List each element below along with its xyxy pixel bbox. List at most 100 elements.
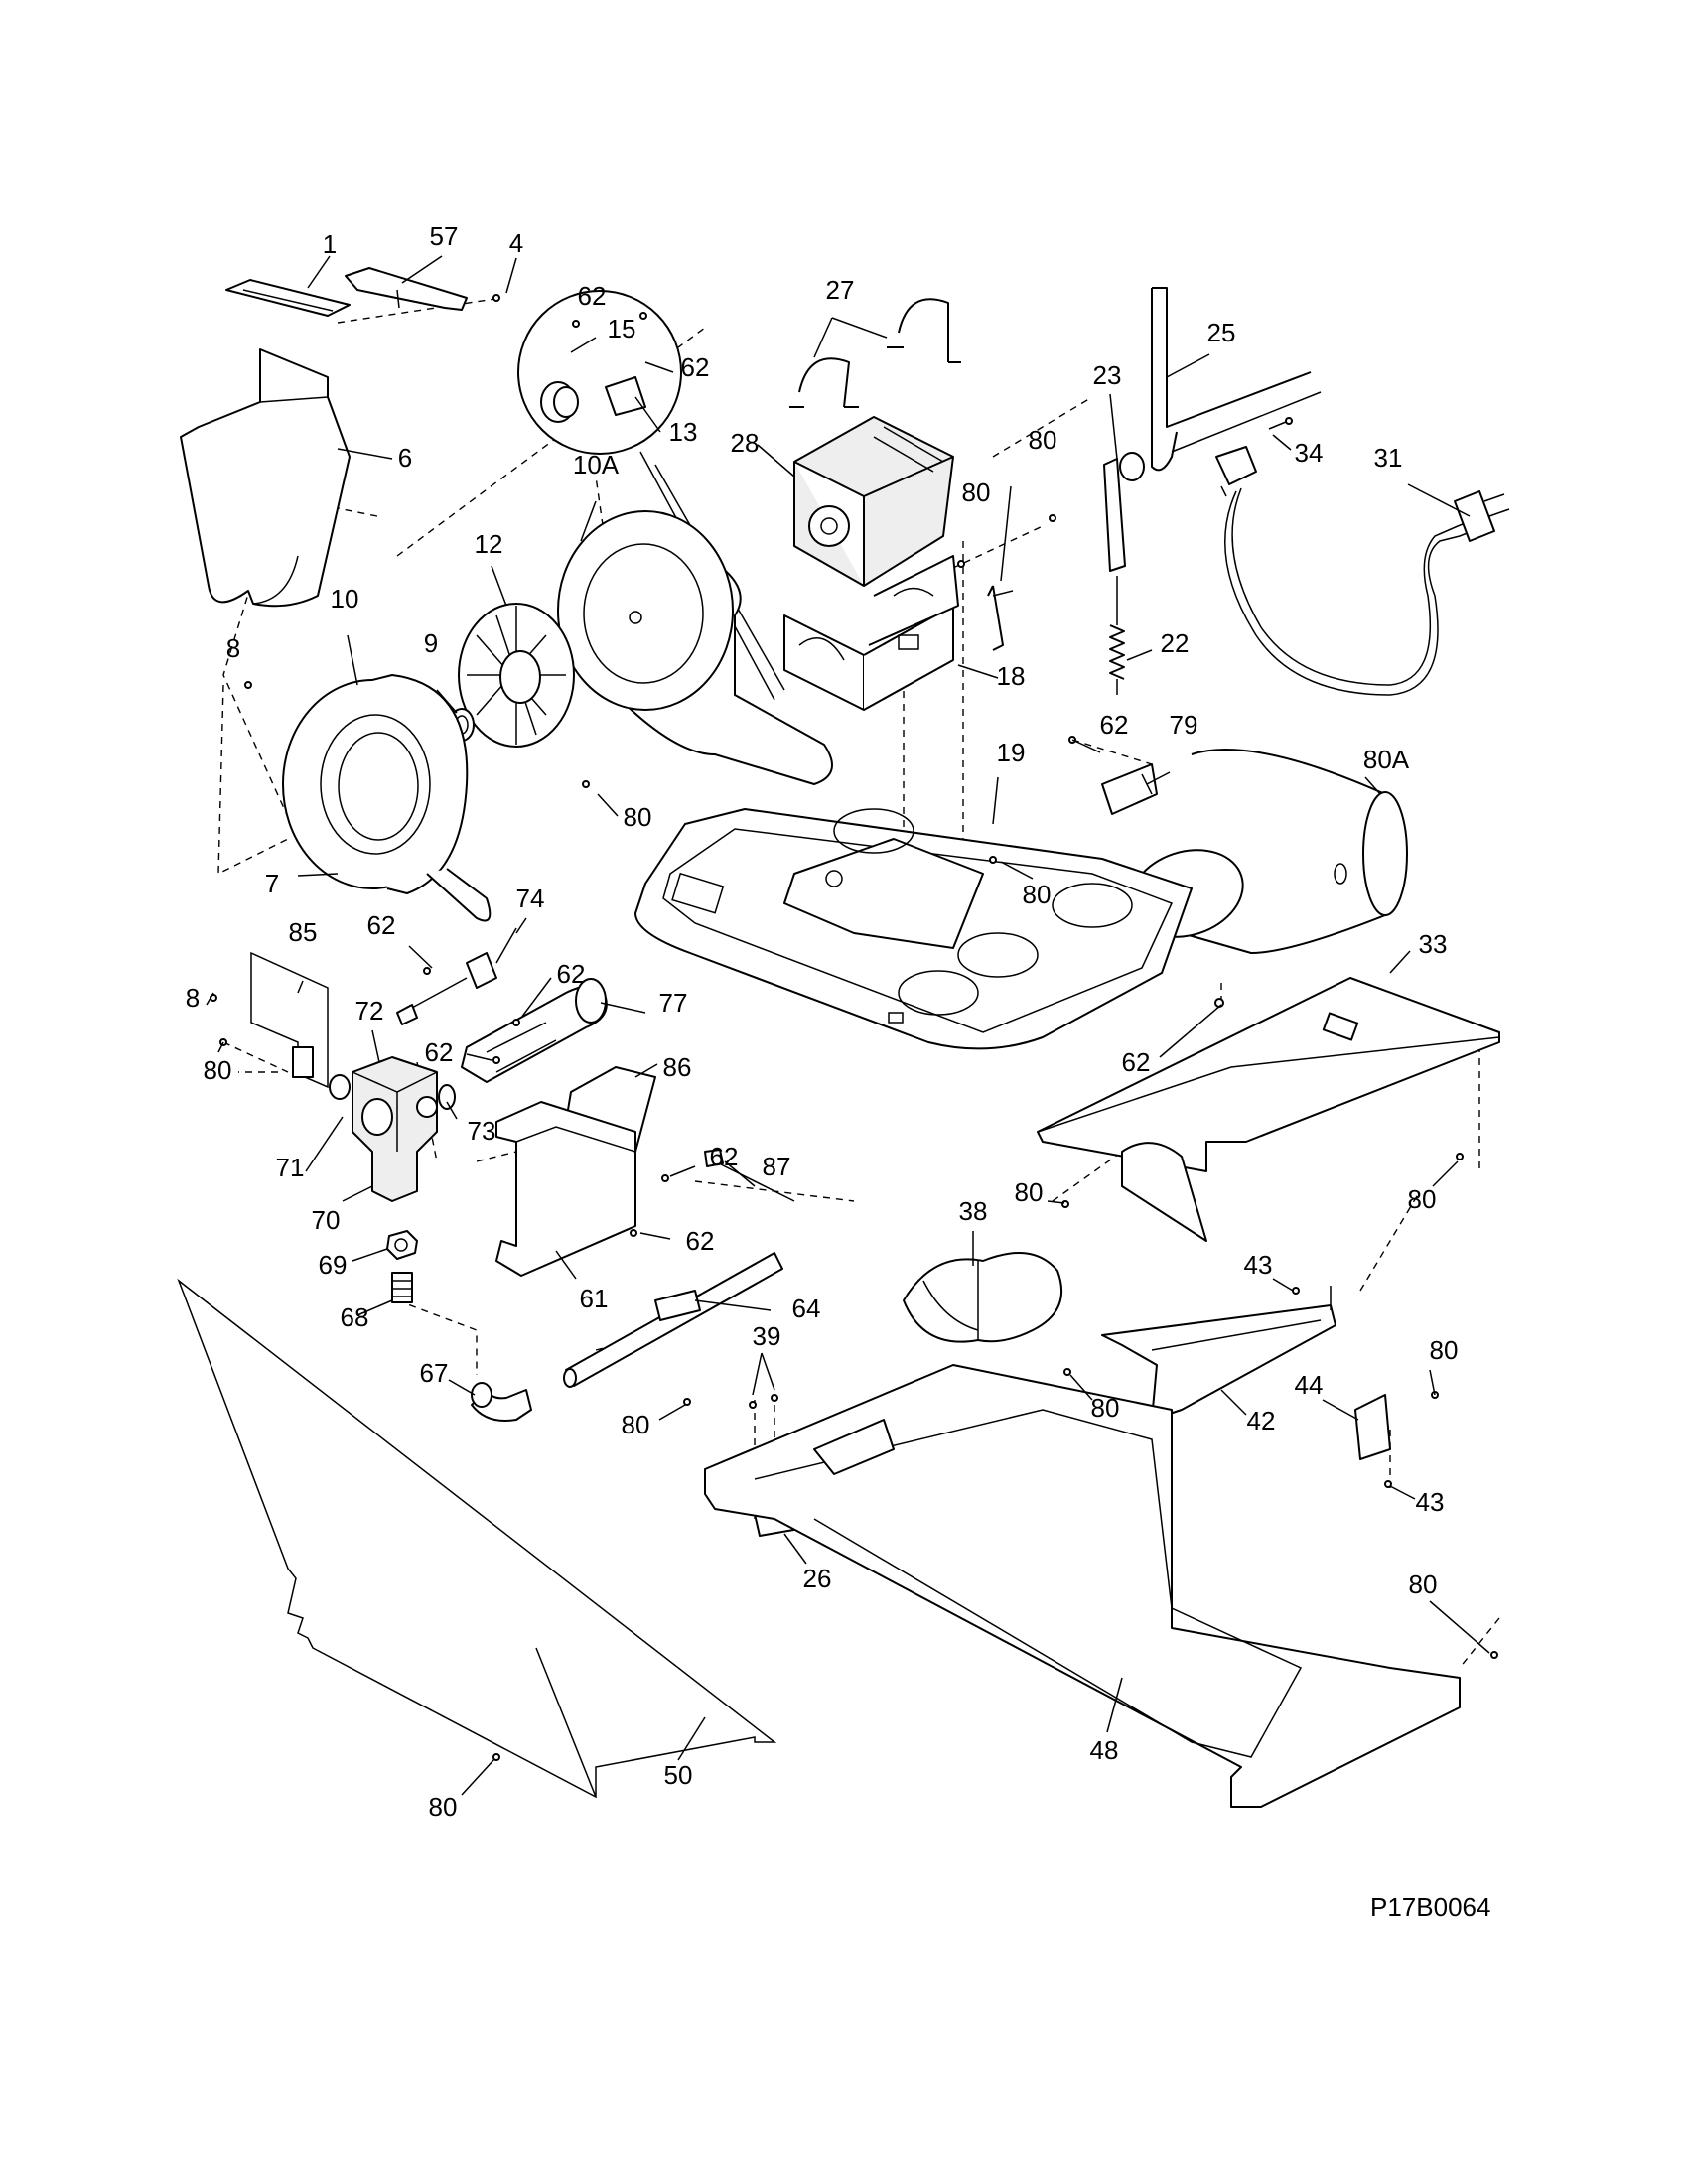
part-31-power-cord: [1215, 446, 1510, 696]
callout-26: 26: [803, 1564, 832, 1593]
callout-10A: 10A: [573, 450, 620, 479]
callout-42: 42: [1247, 1406, 1276, 1435]
callout-86: 86: [663, 1052, 692, 1082]
detail-circle-motor-bearing: [517, 290, 785, 701]
part-79-sensor: [1101, 763, 1158, 815]
part-74-igniter: [396, 927, 517, 1025]
callout-50: 50: [664, 1760, 693, 1790]
callout-80: 80: [962, 478, 991, 507]
callout-62: 62: [681, 352, 710, 382]
callout-9: 9: [424, 628, 438, 658]
drawing-code: P17B0064: [1370, 1892, 1490, 1922]
part-10-front-blower-housing: [282, 674, 492, 922]
callout-33: 33: [1419, 929, 1448, 959]
part-80-wire-clip: [987, 585, 1014, 651]
callout-70: 70: [312, 1205, 341, 1235]
callout-48: 48: [1090, 1735, 1119, 1765]
callout-62: 62: [367, 910, 396, 940]
part-19-base-pan: [634, 808, 1193, 1050]
part-25-cabinet-edge: [1151, 287, 1322, 472]
part-64-gas-pipe: [563, 1252, 783, 1388]
callout-8: 8: [186, 983, 200, 1013]
screws: [210, 294, 1498, 1761]
callout-62: 62: [1122, 1047, 1151, 1077]
part-33-heater-shield: [1037, 977, 1500, 1242]
callout-77: 77: [659, 988, 688, 1018]
callout-18: 18: [997, 661, 1026, 691]
leader-lines: [206, 255, 1490, 1796]
callout-62: 62: [557, 959, 586, 989]
part-68-fitting: [391, 1272, 413, 1303]
part-27-motor-clamps: [789, 298, 961, 408]
callout-69: 69: [319, 1250, 348, 1280]
callout-72: 72: [355, 996, 384, 1025]
callout-10: 10: [331, 584, 359, 614]
callout-8: 8: [226, 633, 240, 663]
callout-74: 74: [516, 884, 545, 913]
part-28-drive-motor: [793, 416, 954, 587]
callout-22: 22: [1161, 628, 1190, 658]
callout-68: 68: [341, 1302, 369, 1332]
part-44-small-bracket: [1354, 1394, 1391, 1460]
part-61-burner-bracket: [495, 1101, 636, 1277]
callout-80: 80: [1430, 1335, 1459, 1365]
callout-13: 13: [669, 417, 698, 447]
callout-80: 80: [429, 1792, 458, 1822]
part-72-gas-valve: [329, 1056, 456, 1202]
callout-80: 80: [204, 1055, 232, 1085]
callout-61: 61: [580, 1284, 609, 1313]
callout-80: 80: [1409, 1570, 1438, 1599]
callout-62: 62: [1100, 710, 1129, 740]
callout-71: 71: [276, 1153, 305, 1182]
callout-73: 73: [468, 1116, 496, 1146]
callout-27: 27: [826, 275, 855, 305]
callout-labels: 1 57 4 62 15 62 13 6 10A 12 10 8 9 80 7 …: [186, 221, 1459, 1822]
part-57-bracket: [345, 267, 468, 311]
part-69-nut: [386, 1230, 418, 1260]
part-87-wire: [704, 1149, 795, 1202]
part-18-motor-mount: [783, 555, 959, 711]
callout-34: 34: [1295, 438, 1324, 468]
callout-28: 28: [731, 428, 760, 458]
callout-80: 80: [1408, 1184, 1437, 1214]
part-22-idler-spring: [1109, 576, 1125, 695]
callout-62: 62: [578, 281, 607, 311]
callout-43: 43: [1244, 1250, 1273, 1280]
callout-1: 1: [323, 229, 337, 259]
callout-44: 44: [1295, 1370, 1324, 1400]
callout-38: 38: [959, 1196, 988, 1226]
callout-80: 80: [1091, 1393, 1120, 1423]
part-6-exhaust-duct: [180, 348, 351, 608]
callout-80: 80: [1023, 880, 1052, 909]
callout-6: 6: [398, 443, 412, 473]
part-67-elbow: [471, 1382, 532, 1422]
part-85-panel: [250, 951, 329, 1089]
callout-80: 80: [1015, 1177, 1044, 1207]
callout-62: 62: [710, 1142, 739, 1171]
callout-43: 43: [1416, 1487, 1445, 1517]
part-10A-rear-blower-housing: [557, 510, 833, 785]
callout-31: 31: [1374, 443, 1403, 473]
callout-87: 87: [763, 1152, 791, 1181]
callout-80: 80: [1029, 425, 1057, 455]
callout-64: 64: [792, 1294, 821, 1323]
callout-12: 12: [475, 529, 503, 559]
part-12-blower-wheel: [458, 603, 575, 748]
part-38-elbow-duct: [903, 1252, 1062, 1343]
callout-80A: 80A: [1363, 745, 1410, 774]
callout-7: 7: [265, 869, 279, 898]
callout-80: 80: [622, 1410, 650, 1439]
part-23-idler-arm: [1103, 452, 1145, 572]
callout-62: 62: [425, 1037, 454, 1067]
callout-15: 15: [608, 314, 636, 343]
callout-39: 39: [753, 1321, 781, 1351]
part-77-burner-tube: [461, 978, 608, 1083]
callout-62: 62: [686, 1226, 715, 1256]
part-50-rear-panel: [177, 1278, 777, 1799]
part-34-screw: [1268, 417, 1293, 430]
part-1-vent-grille: [225, 279, 351, 317]
part-48-base-frame: [704, 1364, 1461, 1808]
callout-80: 80: [624, 802, 652, 832]
callout-85: 85: [289, 917, 318, 947]
